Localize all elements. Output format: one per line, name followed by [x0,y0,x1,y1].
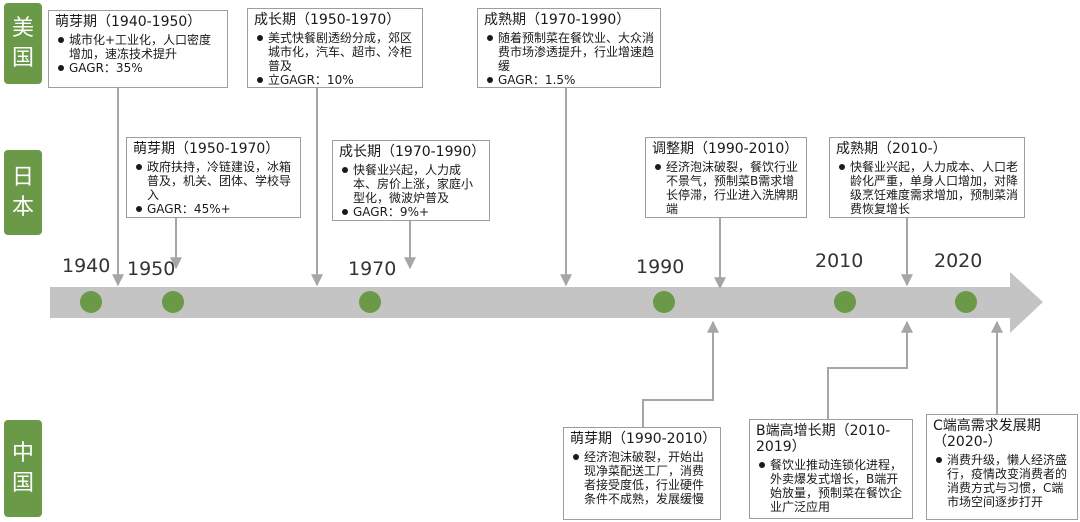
card-title: 调整期（1990-2010） [652,141,799,157]
card-cn-c-demand: C端高需求发展期（2020-） 消费升级，懒人经济盛行，疫情改变消费者的消费方式… [926,414,1078,520]
country-char: 日 [11,164,34,190]
card-bullet: GAGR：1.5% [487,73,655,87]
card-bullet: 餐饮业推动连锁化进程，外卖爆发式增长，B端开始放量，预制菜在餐饮企业广泛应用 [759,458,907,514]
card-bullet: 快餐业兴起，人力成本、房价上涨，家庭小型化，微波炉普及 [342,163,484,205]
card-jp-germination: 萌芽期（1950-1970） 政府扶持，冷链建设，冰箱普及，机关、团体、学校导入… [126,137,301,218]
card-list: 经济泡沫破裂，开始出现净菜配送工厂，消费者接受度低，行业硬件条件不成熟，发展缓慢 [570,450,715,506]
card-list: 随着预制菜在餐饮业、大众消费市场渗透提升，行业增速趋缓 GAGR：1.5% [484,31,655,87]
card-title: C端高需求发展期（2020-） [933,418,1041,450]
country-label-cn: 中 国 [4,420,42,517]
country-char: 中 [11,440,34,466]
card-cn-b-growth: B端高增长期（2010-2019） 餐饮业推动连锁化进程，外卖爆发式增长，B端开… [749,419,913,519]
card-cn-germination: 萌芽期（1990-2010） 经济泡沫破裂，开始出现净菜配送工厂，消费者接受度低… [563,427,721,520]
card-title: 成熟期（1970-1990） [484,12,631,28]
country-char: 国 [11,45,34,71]
year-dot [162,291,184,313]
card-bullet: 立GAGR：10% [257,73,417,87]
year-label-2010: 2010 [815,250,864,272]
year-label-1970: 1970 [348,258,397,280]
card-list: 快餐业兴起，人力成本、人口老龄化严重，单身人口增加，对降级烹饪难度需求增加，预制… [836,160,1019,216]
card-bullet: 城市化+工业化，人口密度增加，速冻技术提升 [58,33,222,61]
card-title: 成长期（1970-1990） [339,144,486,160]
card-us-germination: 萌芽期（1940-1950） 城市化+工业化，人口密度增加，速冻技术提升 GAG… [48,10,228,88]
card-list: 快餐业兴起，人力成本、房价上涨，家庭小型化，微波炉普及 GAGR：9%+ [339,163,484,219]
year-label-1950: 1950 [127,258,176,280]
card-bullet: 经济泡沫破裂，餐饮行业不景气，预制菜B需求增长停滞，行业进入洗牌期端 [655,160,801,216]
year-label-1990: 1990 [636,256,685,278]
card-jp-maturity: 成熟期（2010-） 快餐业兴起，人力成本、人口老龄化严重，单身人口增加，对降级… [829,137,1025,218]
country-char: 美 [11,15,34,41]
card-title: 萌芽期（1990-2010） [570,431,717,447]
year-dot [955,291,977,313]
card-bullet: 快餐业兴起，人力成本、人口老龄化严重，单身人口增加，对降级烹饪难度需求增加，预制… [839,160,1019,216]
card-bullet: GAGR：35% [58,61,222,75]
card-list: 消费升级，懒人经济盛行，疫情改变消费者的消费方式与习惯，C端市场空间逐步打开 [933,453,1072,509]
card-bullet: GAGR：45%+ [136,202,295,216]
country-char: 国 [11,470,34,496]
card-title: 萌芽期（1940-1950） [55,14,202,30]
card-list: 城市化+工业化，人口密度增加，速冻技术提升 GAGR：35% [55,33,222,75]
year-dot [834,291,856,313]
year-dot [359,291,381,313]
timeline-band [50,272,1043,333]
card-us-growth: 成长期（1950-1970） 美式快餐剧透纷分成，郊区城市化，汽车、超市、冷柜普… [247,8,423,88]
card-title: 成熟期（2010-） [836,141,947,157]
card-bullet: 政府扶持，冷链建设，冰箱普及，机关、团体、学校导入 [136,160,295,202]
card-list: 政府扶持，冷链建设，冰箱普及，机关、团体、学校导入 GAGR：45%+ [133,160,295,216]
year-label-1940: 1940 [62,255,111,277]
card-title: B端高增长期（2010-2019） [756,423,891,455]
year-dot [653,291,675,313]
country-label-us: 美 国 [4,3,42,84]
year-label-2020: 2020 [934,250,983,272]
card-bullet: 消费升级，懒人经济盛行，疫情改变消费者的消费方式与习惯，C端市场空间逐步打开 [936,453,1072,509]
card-bullet: GAGR：9%+ [342,205,484,219]
card-bullet: 随着预制菜在餐饮业、大众消费市场渗透提升，行业增速趋缓 [487,31,655,73]
card-bullet: 经济泡沫破裂，开始出现净菜配送工厂，消费者接受度低，行业硬件条件不成熟，发展缓慢 [573,450,715,506]
card-title: 成长期（1950-1970） [254,12,401,28]
card-jp-growth: 成长期（1970-1990） 快餐业兴起，人力成本、房价上涨，家庭小型化，微波炉… [332,140,490,221]
year-dot [80,291,102,313]
card-jp-adjustment: 调整期（1990-2010） 经济泡沫破裂，餐饮行业不景气，预制菜B需求增长停滞… [645,137,807,218]
card-list: 美式快餐剧透纷分成，郊区城市化，汽车、超市、冷柜普及 立GAGR：10% [254,31,417,87]
card-title: 萌芽期（1950-1970） [133,141,280,157]
connector-arrow [642,320,719,427]
connector-arrow [827,320,913,419]
country-char: 本 [11,194,34,220]
card-list: 餐饮业推动连锁化进程，外卖爆发式增长，B端开始放量，预制菜在餐饮企业广泛应用 [756,458,907,514]
country-label-jp: 日 本 [4,150,42,235]
card-us-maturity: 成熟期（1970-1990） 随着预制菜在餐饮业、大众消费市场渗透提升，行业增速… [477,8,661,88]
card-bullet: 美式快餐剧透纷分成，郊区城市化，汽车、超市、冷柜普及 [257,31,417,73]
card-list: 经济泡沫破裂，餐饮行业不景气，预制菜B需求增长停滞，行业进入洗牌期端 [652,160,801,216]
